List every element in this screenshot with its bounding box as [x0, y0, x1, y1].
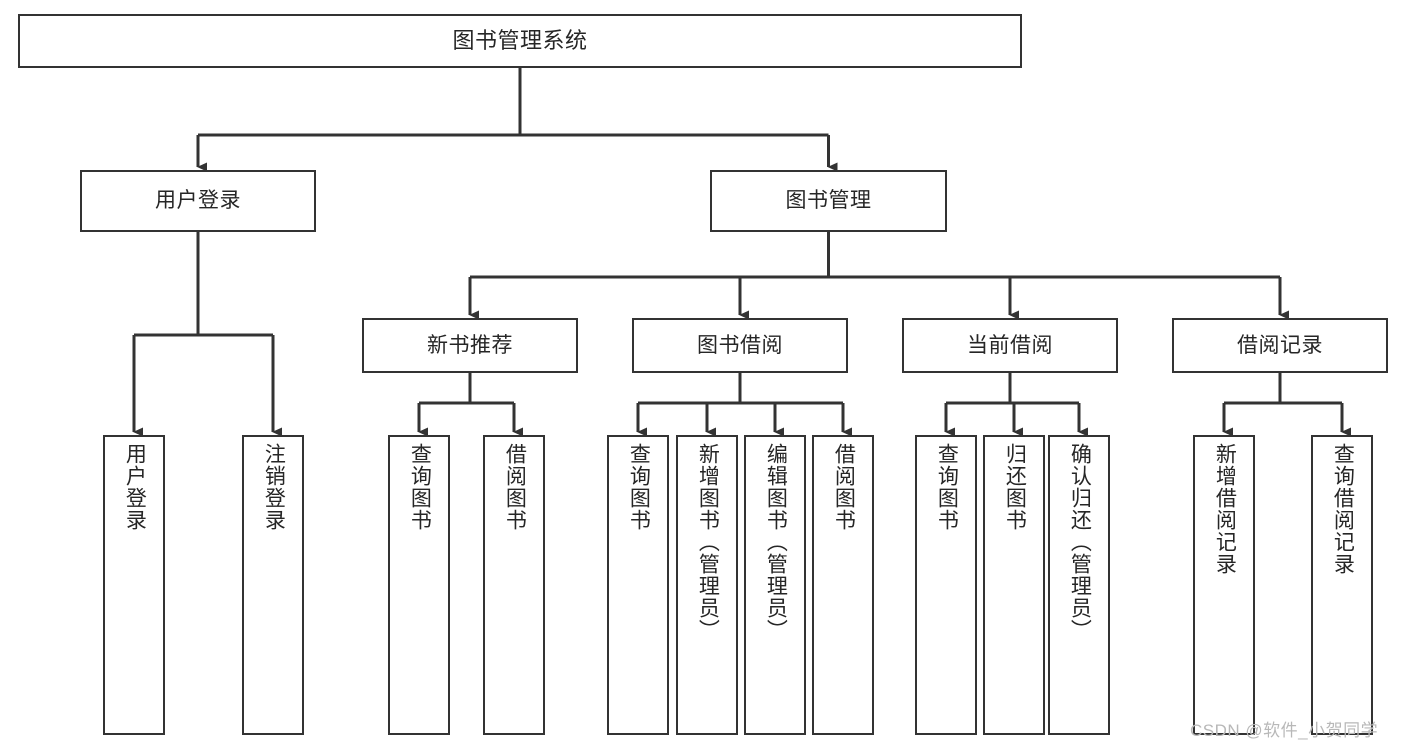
node-leaf-add-borrow-record[interactable]: 新增借阅记录 — [1193, 435, 1255, 735]
node-new-book-recommend[interactable]: 新书推荐 — [362, 318, 578, 373]
node-label: 查询图书 — [935, 443, 959, 531]
node-leaf-user-login[interactable]: 用户登录 — [103, 435, 165, 735]
node-label: 借阅记录 — [1237, 333, 1323, 357]
node-label: 查询图书 — [627, 443, 651, 531]
node-book-management[interactable]: 图书管理 — [710, 170, 947, 232]
node-label: 当前借阅 — [967, 333, 1053, 357]
node-label: 注销登录 — [262, 443, 286, 531]
node-label: 归还图书 — [1003, 443, 1027, 531]
node-user-login[interactable]: 用户登录 — [80, 170, 316, 232]
node-label: 用户登录 — [123, 443, 147, 531]
node-current-borrow[interactable]: 当前借阅 — [902, 318, 1118, 373]
node-label: 借阅图书 — [832, 443, 856, 531]
node-book-borrow[interactable]: 图书借阅 — [632, 318, 848, 373]
node-borrow-record[interactable]: 借阅记录 — [1172, 318, 1388, 373]
node-label: 新书推荐 — [427, 333, 513, 357]
node-label: 新增图书（管理员） — [696, 443, 720, 641]
node-label: 图书管理 — [785, 189, 872, 213]
node-label: 新增借阅记录 — [1213, 443, 1237, 575]
node-leaf-logout[interactable]: 注销登录 — [242, 435, 304, 735]
node-label: 查询图书 — [408, 443, 432, 531]
node-leaf-add-book-admin[interactable]: 新增图书（管理员） — [676, 435, 738, 735]
node-root-book-management-system[interactable]: 图书管理系统 — [18, 14, 1022, 68]
node-label: 借阅图书 — [503, 443, 527, 531]
node-leaf-edit-book-admin[interactable]: 编辑图书（管理员） — [744, 435, 806, 735]
node-leaf-borrow-book[interactable]: 借阅图书 — [812, 435, 874, 735]
node-leaf-borrow-book-recommend[interactable]: 借阅图书 — [483, 435, 545, 735]
node-leaf-confirm-return-admin[interactable]: 确认归还（管理员） — [1048, 435, 1110, 735]
node-label: 查询借阅记录 — [1331, 443, 1355, 575]
node-leaf-query-borrow-record[interactable]: 查询借阅记录 — [1311, 435, 1373, 735]
node-label: 编辑图书（管理员） — [764, 443, 788, 641]
node-label: 图书借阅 — [697, 333, 783, 357]
node-label: 图书管理系统 — [452, 27, 588, 53]
node-leaf-return-book[interactable]: 归还图书 — [983, 435, 1045, 735]
node-leaf-query-book-recommend[interactable]: 查询图书 — [388, 435, 450, 735]
node-leaf-query-book-borrow[interactable]: 查询图书 — [607, 435, 669, 735]
node-leaf-query-book-current[interactable]: 查询图书 — [915, 435, 977, 735]
node-label: 用户登录 — [155, 189, 241, 213]
node-label: 确认归还（管理员） — [1068, 443, 1092, 641]
